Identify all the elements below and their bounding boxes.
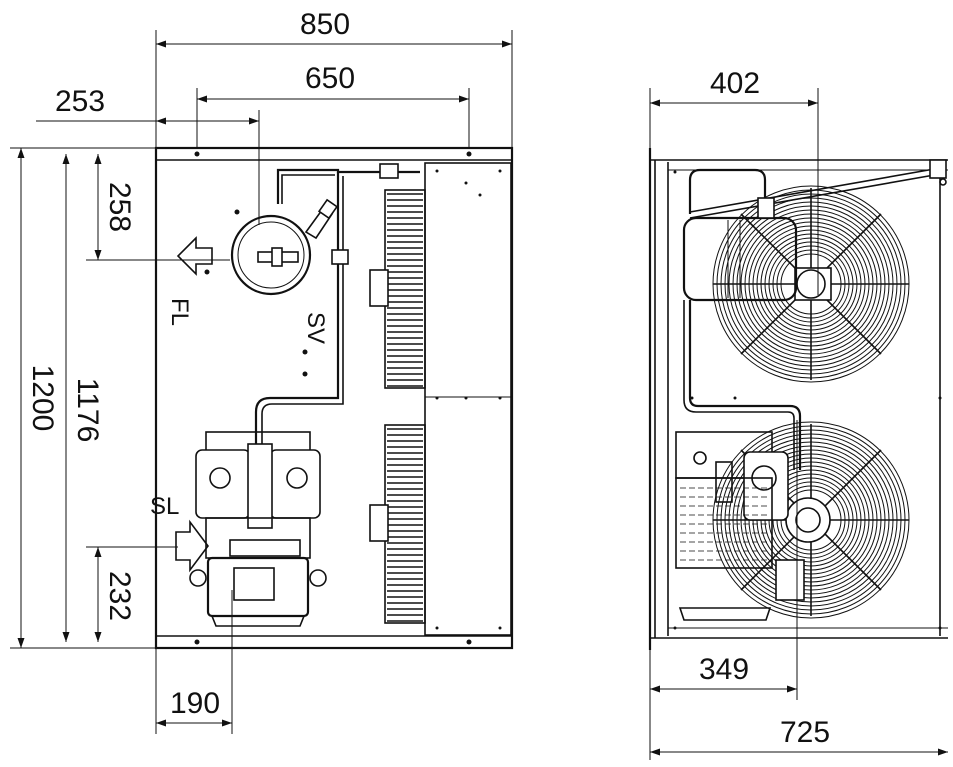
dim-349: 349: [699, 653, 749, 686]
fl-label: FL: [166, 298, 193, 326]
condenser-coil-lower: [369, 424, 426, 624]
front-dimensions: 850 650 253 1200 1176 258 232 190: [10, 8, 513, 734]
front-side-panel: [424, 162, 512, 636]
dim-1176: 1176: [71, 378, 104, 443]
side-view: [648, 148, 948, 650]
fl-arrow: [176, 236, 213, 276]
fan-upper: [712, 185, 910, 383]
sv-label: SV: [302, 312, 329, 344]
dim-253: 253: [55, 85, 105, 118]
liquid-receiver: [230, 198, 339, 296]
front-view: FL SV SL: [150, 146, 514, 650]
dim-850: 850: [300, 8, 350, 41]
dim-258: 258: [103, 182, 136, 232]
compressor: [189, 431, 327, 627]
dim-725: 725: [780, 716, 830, 749]
fan-lower: [712, 421, 910, 619]
dim-1200: 1200: [26, 365, 59, 432]
side-compressor: [675, 431, 805, 621]
side-receiver: [682, 168, 798, 302]
front-housing: [154, 146, 514, 650]
dim-190: 190: [170, 687, 220, 720]
sl-arrow: [175, 519, 209, 573]
dim-402: 402: [710, 67, 760, 100]
condenser-coil-upper: [369, 189, 426, 389]
side-dimensions: 402 349 725: [649, 67, 948, 760]
sl-label: SL: [150, 493, 179, 520]
dim-232: 232: [103, 571, 136, 621]
dim-650: 650: [305, 62, 355, 95]
